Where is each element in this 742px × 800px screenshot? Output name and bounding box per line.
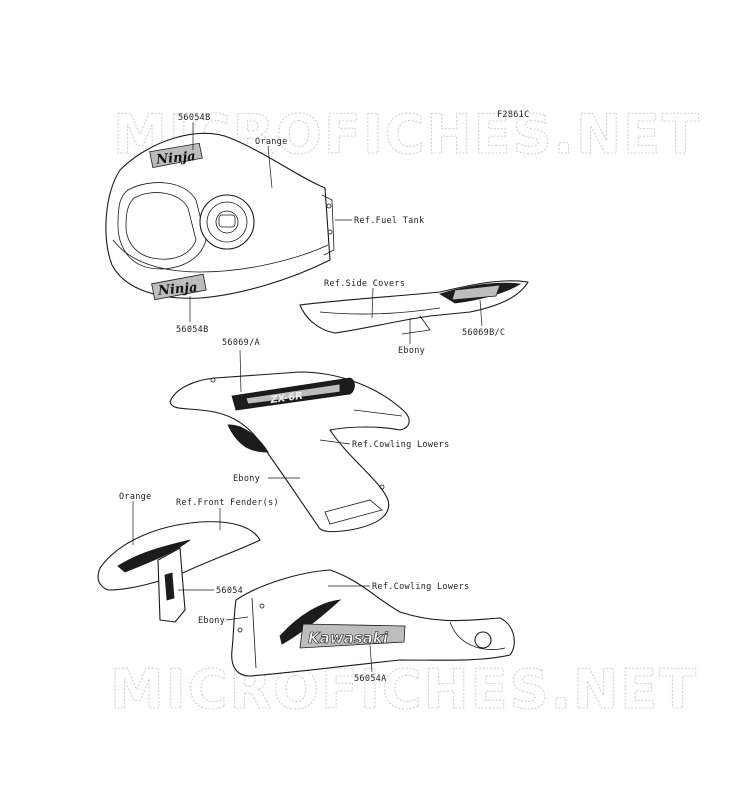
label-fender-color: Orange — [119, 492, 152, 502]
fuel-tank-diagram: Ninja Ninja — [105, 122, 352, 322]
label-ref-cowling-lowers-1: Ref.Cowling Lowers — [352, 440, 450, 450]
ninja-decal-top: Ninja — [149, 142, 203, 169]
zx6r-decal: ZX-6R — [269, 391, 304, 407]
front-fender-diagram — [97, 501, 261, 623]
label-side-cover-color: Ebony — [398, 346, 425, 356]
side-cover-diagram — [299, 280, 529, 344]
label-lower-part: 56054A — [354, 674, 387, 684]
kawasaki-decal: Kawasaki — [308, 629, 389, 647]
label-side-cover-part: 56069B/C — [462, 328, 505, 338]
upper-cowl-diagram: ZX-6R — [169, 349, 410, 533]
label-tank-top-part: 56054B — [178, 113, 211, 123]
label-tank-color: Orange — [255, 137, 288, 147]
ninja-decal-bottom: Ninja — [151, 273, 207, 301]
svg-text:Ninja: Ninja — [155, 149, 197, 167]
label-tank-bottom-part: 56054B — [176, 325, 209, 335]
svg-text:Ninja: Ninja — [157, 280, 199, 298]
label-cowl-part: 56069/A — [222, 338, 260, 348]
label-ref-side-covers: Ref.Side Covers — [324, 279, 405, 289]
figure-code: F2861C — [497, 110, 530, 120]
watermark-bottom: MICROFICHES.NET — [110, 658, 698, 721]
label-ref-front-fender: Ref.Front Fender(s) — [176, 498, 279, 508]
label-cowl-color: Ebony — [233, 474, 260, 484]
label-lower-color: Ebony — [198, 616, 225, 626]
label-ref-fuel-tank: Ref.Fuel Tank — [354, 216, 424, 226]
lower-cowl-diagram: Kawasaki — [225, 569, 515, 677]
label-ref-cowling-lowers-2: Ref.Cowling Lowers — [372, 582, 470, 592]
label-fender-part: 56054 — [216, 586, 243, 596]
